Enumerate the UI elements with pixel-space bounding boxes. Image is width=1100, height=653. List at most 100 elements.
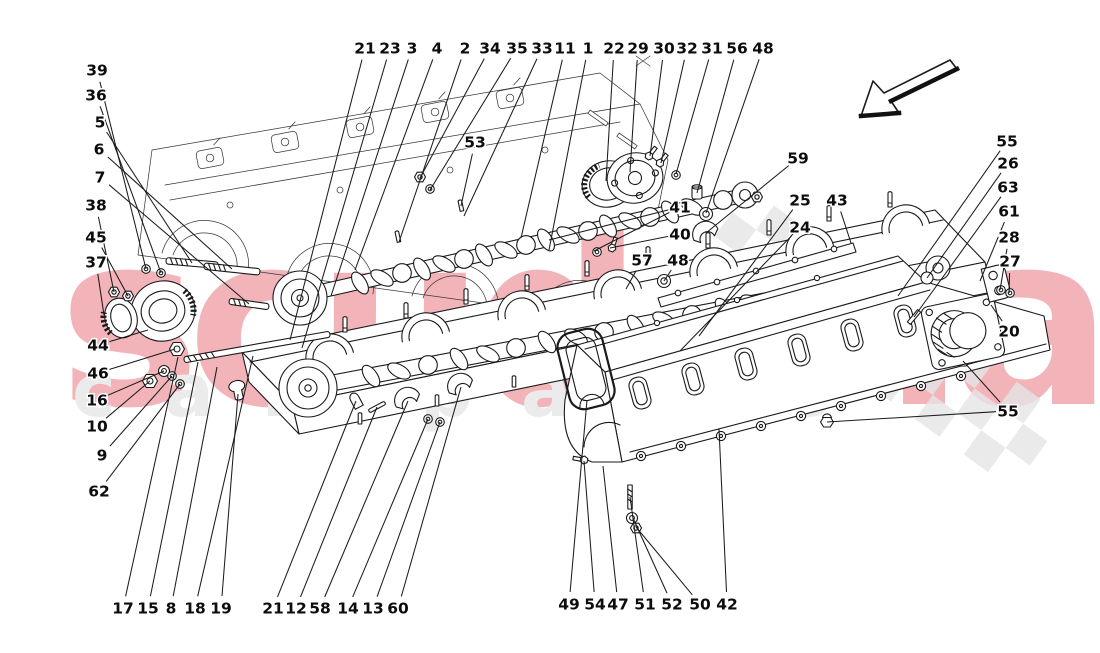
leader-line-15-49 — [149, 361, 199, 597]
part-number-58-55: 58 — [309, 600, 331, 618]
leader-line-49-59 — [569, 399, 588, 593]
leader-line-19-52 — [221, 393, 239, 597]
leader-line-40-34 — [609, 235, 669, 249]
block-bracket — [420, 91, 450, 124]
leader-line-37-7 — [97, 273, 105, 316]
direction-arrow-icon — [858, 59, 961, 119]
part-number-48-30: 48 — [752, 40, 774, 58]
leader-line-43-39 — [840, 211, 852, 244]
leader-line-8-50 — [172, 366, 218, 597]
leader-line-1-23 — [548, 59, 587, 251]
leader-line-38-5 — [97, 216, 115, 293]
leader-line-55-47 — [826, 411, 997, 423]
leader-line-22-24 — [605, 59, 614, 182]
part-number-13-57: 13 — [362, 600, 384, 618]
part-number-7-4: 7 — [95, 169, 106, 187]
part-number-34-19: 34 — [479, 40, 501, 58]
part-number-24-38: 24 — [789, 219, 811, 237]
leader-line-44-8 — [109, 329, 149, 343]
part-number-23-15: 23 — [379, 40, 401, 58]
part-number-38-5: 38 — [85, 197, 107, 215]
leader-line-45-6 — [101, 247, 129, 297]
leader-line-21-14 — [289, 59, 363, 341]
part-number-10-11: 10 — [86, 418, 108, 436]
part-number-47-61: 47 — [607, 596, 629, 614]
leader-line-36-1 — [99, 106, 162, 274]
part-number-56-29: 56 — [726, 40, 748, 58]
part-number-21-53: 21 — [262, 600, 284, 618]
part-number-29-25: 29 — [627, 40, 649, 58]
leader-line-46-9 — [109, 348, 176, 370]
orientation-cross-mark — [635, 55, 651, 67]
part-number-45-6: 45 — [85, 229, 107, 247]
leader-line-4-17 — [354, 59, 434, 271]
leader-line-41-33 — [548, 209, 669, 241]
leader-line-51-62 — [629, 496, 644, 593]
part-number-18-51: 18 — [184, 600, 206, 618]
part-number-51-62: 51 — [634, 596, 656, 614]
part-number-1-23: 1 — [583, 40, 594, 58]
long-stud — [183, 331, 331, 363]
part-number-16-10: 16 — [86, 392, 108, 410]
leader-line-13-57 — [376, 421, 441, 597]
part-number-28-44: 28 — [998, 229, 1020, 247]
camshaft-bearing-cover — [100, 264, 197, 342]
part-number-37-7: 37 — [85, 254, 107, 272]
part-number-46-9: 46 — [87, 365, 109, 383]
leader-line-34-19 — [419, 58, 485, 179]
leader-line-53-31 — [460, 153, 473, 207]
block-bracket — [495, 77, 525, 110]
leader-line-42-65 — [718, 428, 728, 593]
part-number-2-18: 2 — [460, 40, 471, 58]
part-number-57-35: 57 — [631, 252, 653, 270]
part-number-12-54: 12 — [285, 600, 307, 618]
part-number-3-16: 3 — [407, 40, 418, 58]
part-number-33-21: 33 — [531, 40, 553, 58]
leader-line-33-21 — [463, 58, 538, 217]
leader-line-12-54 — [300, 406, 378, 598]
leader-line-20-46 — [990, 304, 1003, 322]
leader-line-27-45 — [1008, 272, 1011, 294]
leader-line-11-22 — [520, 59, 563, 239]
leader-line-26-41 — [926, 172, 1002, 279]
leader-line-6-3 — [107, 156, 233, 270]
leader-line-3-16 — [330, 59, 409, 297]
part-number-25-37: 25 — [789, 192, 811, 210]
part-number-55-40: 55 — [996, 133, 1018, 151]
leader-line-31-28 — [675, 59, 710, 175]
part-number-44-8: 44 — [87, 337, 109, 355]
part-number-17-48: 17 — [112, 600, 134, 618]
leader-line-21-53 — [277, 400, 357, 598]
part-number-59-32: 59 — [787, 150, 809, 168]
part-number-30-26: 30 — [653, 40, 675, 58]
part-number-19-52: 19 — [210, 600, 232, 618]
end-gasket — [556, 327, 616, 411]
leader-line-47-61 — [602, 465, 618, 593]
block-bracket — [345, 106, 375, 139]
part-number-63-42: 63 — [997, 179, 1019, 197]
leader-line-58-55 — [324, 400, 409, 598]
leader-line-57-35 — [625, 270, 637, 290]
part-number-62-13: 62 — [88, 483, 110, 501]
part-number-49-59: 49 — [558, 596, 580, 614]
part-number-55-47: 55 — [997, 403, 1019, 421]
part-number-50-64: 50 — [689, 596, 711, 614]
part-number-54-60: 54 — [584, 596, 606, 614]
part-number-22-24: 22 — [603, 40, 625, 58]
leader-line-48-36 — [663, 269, 672, 282]
leader-line-10-11 — [105, 380, 151, 419]
leader-line-56-29 — [696, 59, 735, 194]
leader-line-41-33 — [593, 212, 670, 252]
intake-camshaft — [272, 181, 759, 326]
part-number-39-0: 39 — [86, 62, 108, 80]
leader-line-29-25 — [629, 59, 638, 173]
leader-line-16-10 — [107, 370, 165, 396]
part-number-60-58: 60 — [387, 600, 409, 618]
cam-seal-ring — [100, 297, 138, 339]
part-number-61-43: 61 — [998, 203, 1020, 221]
leader-line-7-4 — [108, 184, 250, 305]
part-number-35-20: 35 — [506, 40, 528, 58]
